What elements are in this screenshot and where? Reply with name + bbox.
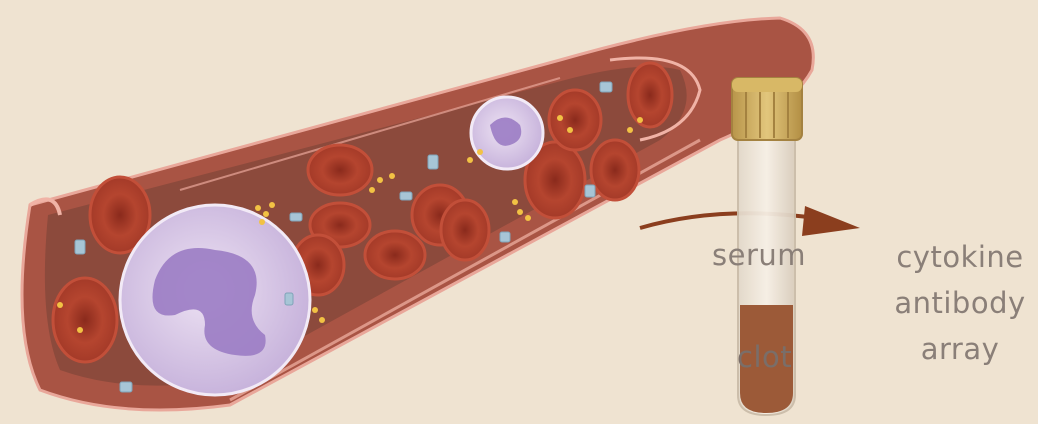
array-label-line: array [880,326,1038,372]
array-label-line: cytokine [880,234,1038,280]
cytokine-antibody-array-label: cytokine antibody array [880,234,1038,372]
serum-label: serum [712,238,806,273]
clot-label: clot [737,340,792,375]
array-label-line: antibody [880,280,1038,326]
